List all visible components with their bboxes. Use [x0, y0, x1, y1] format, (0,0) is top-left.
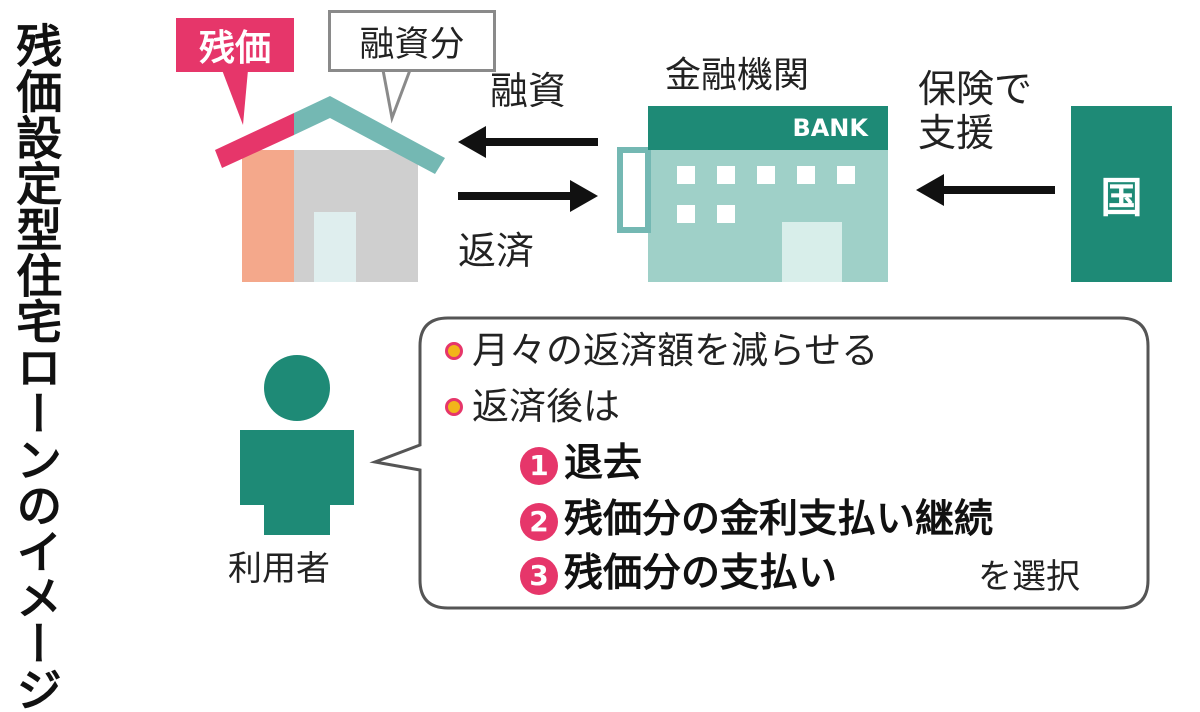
- bullet-icon: [445, 342, 463, 360]
- insurance-arrow-head: [916, 174, 944, 206]
- option-number-badge: 1: [520, 446, 558, 485]
- speech-bubble: [369, 316, 1150, 610]
- house-roof-financed: [294, 96, 445, 174]
- user-label: 利用者: [228, 549, 330, 589]
- illustration-layer: [215, 68, 1150, 610]
- diagram-title: 残価設定型住宅ローンのイメージ: [9, 22, 64, 712]
- financing-label: 融資: [490, 69, 567, 113]
- house-icon: [215, 68, 445, 282]
- flow-arrows: [458, 126, 1055, 212]
- house-roof-residual: [215, 113, 294, 168]
- bubble-point-1: 月々の返済額を減らせる: [472, 329, 879, 372]
- tag-residual-pointer: [222, 70, 248, 125]
- option-number-badge: 2: [520, 502, 558, 541]
- bank-building-icon: [617, 147, 888, 282]
- bank-windows: [677, 166, 855, 223]
- repayment-arrow-head: [570, 180, 598, 212]
- insurance-label: 保険で支援: [918, 67, 1033, 155]
- bubble-point-2: 返済後は: [472, 385, 620, 428]
- option-text: 残価分の支払い: [564, 551, 838, 596]
- house-door: [314, 212, 356, 282]
- tag-financed-pointer: [381, 68, 413, 124]
- residual-value-tag: 残価: [176, 18, 294, 72]
- financing-arrow-head: [458, 126, 486, 158]
- option-number-badge: 3: [520, 556, 558, 595]
- government-label: 国: [1100, 172, 1143, 222]
- financed-portion-tag: 融資分: [328, 10, 496, 72]
- repayment-label: 返済: [458, 229, 535, 273]
- bubble-suffix: を選択: [978, 557, 1080, 597]
- bank-side-sign: [617, 147, 651, 233]
- institution-label: 金融機関: [665, 55, 810, 96]
- house-residual-part: [242, 150, 294, 282]
- title-text: 残価設定型住宅ローンのイメージ: [9, 22, 64, 712]
- government-building: 国: [1071, 106, 1172, 282]
- option-text: 退去: [564, 441, 643, 486]
- option-text: 残価分の金利支払い継続: [564, 497, 994, 542]
- bank-door: [782, 222, 842, 282]
- user-icon: [240, 355, 354, 535]
- bank-sign: BANK: [648, 106, 888, 150]
- bullet-icon: [445, 398, 463, 416]
